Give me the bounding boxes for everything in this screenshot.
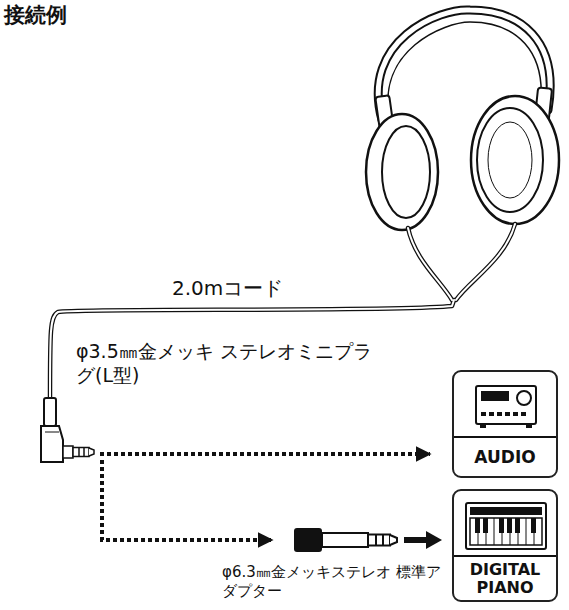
device-icon xyxy=(454,372,556,438)
audio-device-box: AUDIO xyxy=(452,370,558,478)
box-text-area: AUDIO xyxy=(454,438,556,476)
diagram-title: 接続例 xyxy=(4,2,67,28)
device-name: DIGITAL PIANO xyxy=(454,561,556,596)
adapter-label: φ6.3㎜金メッキステレオ 標準アダプター xyxy=(222,563,447,601)
device-icon xyxy=(454,491,556,557)
box-text-area: DIGITAL PIANO xyxy=(454,557,556,600)
digital-piano-box: DIGITAL PIANO xyxy=(452,489,558,602)
device-name: AUDIO xyxy=(454,448,556,467)
plug-label: φ3.5㎜金メッキ ステレオミニプラグ(L型) xyxy=(76,340,376,388)
cord-length-label: 2.0mコード xyxy=(172,276,372,301)
